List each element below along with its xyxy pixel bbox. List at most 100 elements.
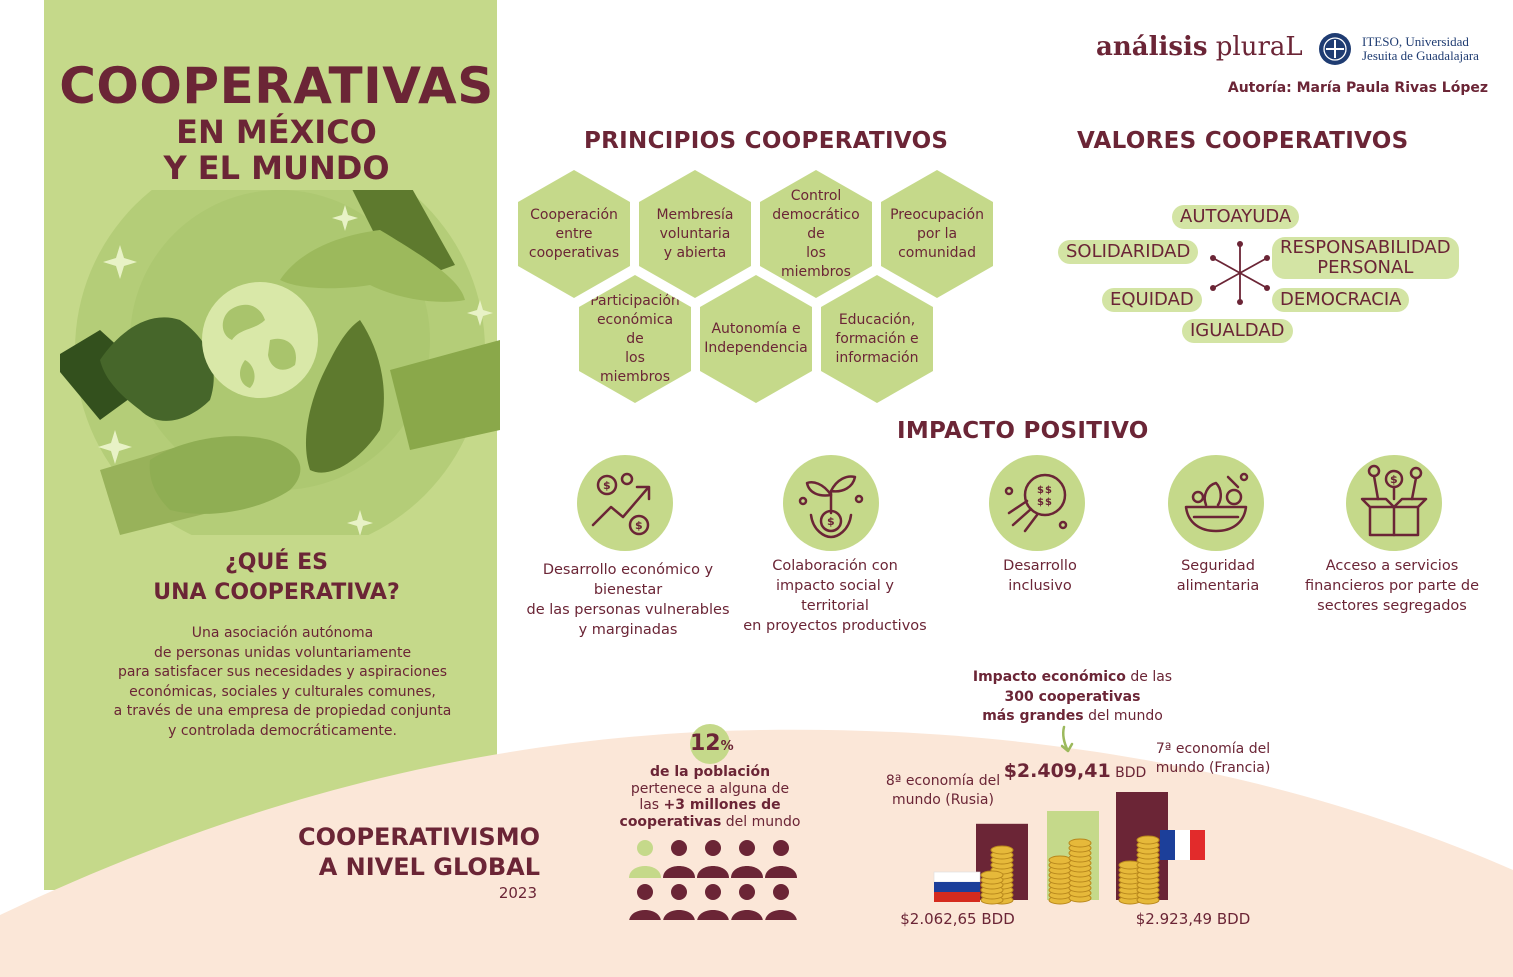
economy-bar-chart [933, 792, 1205, 905]
econ-line-2: 300 cooperativas [1004, 688, 1141, 705]
impact-line: financieros por parte de [1304, 578, 1480, 594]
econ-line-3-rest: del mundo [1083, 708, 1163, 724]
hex-line: Preocupación [890, 206, 984, 223]
svg-text:$: $ [1045, 485, 1052, 496]
pct-line-4a: cooperativas [619, 813, 722, 830]
author-credit: Autoría: María Paula Rivas López [1227, 80, 1488, 96]
impact-label-desarrollo-economico: Desarrollo económico y bienestar de las … [508, 560, 748, 640]
pct-line-4b: del mundo [721, 813, 801, 830]
impact-label-desarrollo-inclusivo: Desarrollo inclusivo [980, 556, 1100, 596]
what-is-title-line-2: UNA COOPERATIVA? [153, 580, 400, 605]
arrow-down-icon [1060, 725, 1074, 753]
hex-line: voluntaria [659, 225, 731, 242]
money-box-icon: $ [1346, 455, 1442, 551]
global-title-line-1: COOPERATIVISMO [298, 823, 540, 851]
person-icon [697, 840, 729, 878]
hex-line: Cooperación [530, 206, 618, 223]
global-title: COOPERATIVISMO A NIVEL GLOBAL [270, 822, 540, 882]
global-year: 2023 [498, 884, 537, 902]
impact-line: Colaboración con [772, 558, 898, 574]
economic-impact-text: Impacto económico de las 300 cooperativa… [950, 668, 1195, 727]
person-icon-highlighted [629, 840, 661, 878]
value-autoayuda: AUTOAYUDA [1172, 205, 1300, 229]
hex-line: entre [555, 225, 593, 242]
coin-stack-icon [1136, 835, 1160, 905]
hex-line: Participación [590, 292, 680, 309]
impact-line: en proyectos productivos [743, 618, 927, 634]
what-is-definition: Una asociación autónoma de personas unid… [100, 624, 465, 741]
hex-line: información [835, 349, 919, 366]
hex-line: Educación, [838, 311, 916, 328]
percent-sign: % [720, 739, 734, 754]
francia-value: $2.923,49 BDD [1135, 910, 1251, 928]
econ-rest: de las [1125, 669, 1173, 685]
principle-hex: Participación económica de los miembros [579, 275, 691, 403]
svg-text:$: $ [827, 515, 835, 528]
bottom-wave-background [0, 729, 1513, 977]
impact-line: sectores segregados [1317, 598, 1467, 614]
svg-text:$: $ [1037, 497, 1044, 508]
principle-hex: Autonomía e Independencia [700, 275, 812, 403]
francia-line-1: 7ª economía del [1155, 741, 1271, 757]
coin-stack-icon [1118, 860, 1142, 905]
impact-line: inclusivo [1008, 578, 1072, 594]
svg-text:$: $ [1045, 497, 1052, 508]
hex-line: y abierta [663, 244, 727, 261]
svg-text:$: $ [1390, 473, 1398, 486]
definition-line: a través de una empresa de propiedad con… [113, 703, 452, 719]
person-icon [765, 840, 797, 878]
francia-line-2: mundo (Francia) [1155, 760, 1271, 776]
definition-line: Una asociación autónoma [191, 625, 374, 641]
person-icon [629, 884, 661, 920]
money-globe-icon: $$$$ [989, 455, 1085, 551]
impact-line: Acceso a servicios [1325, 558, 1459, 574]
pct-line-1: de la población [649, 764, 771, 780]
rusia-line-2: mundo (Rusia) [892, 792, 994, 808]
coop-value-number: $2.409,41 [1003, 760, 1111, 782]
hex-line: Independencia [704, 340, 808, 356]
definition-line: para satisfacer sus necesidades y aspira… [117, 664, 448, 680]
principle-hex: Cooperación entre cooperativas [518, 170, 630, 298]
iteso-logo: ITESO, Universidad Jesuita de Guadalajar… [1318, 32, 1508, 68]
person-icon [697, 884, 729, 920]
impact-label-colaboracion: Colaboración con impacto social y territ… [740, 556, 930, 636]
econ-bold: Impacto económico [972, 669, 1126, 685]
hex-line: económica de [596, 311, 674, 347]
hex-line: los miembros [781, 244, 851, 280]
impact-label-acceso-servicios: Acceso a servicios financieros por parte… [1300, 556, 1484, 616]
principle-hex: Membresía voluntaria y abierta [639, 170, 751, 298]
value-democracia: DEMOCRACIA [1272, 288, 1410, 312]
hex-line: cooperativas [528, 244, 620, 261]
growth-chart-icon: $$ [577, 455, 673, 551]
pct-line-2: pertenece a alguna de [630, 780, 790, 797]
svg-text:$: $ [603, 479, 611, 492]
impact-line: Seguridad [1181, 558, 1255, 574]
impact-line: Desarrollo [1003, 558, 1077, 574]
svg-text:$: $ [1037, 485, 1044, 496]
definition-line: y controlada democráticamente. [168, 722, 397, 739]
hex-line: por la [916, 225, 958, 242]
hex-line: democrático de [772, 206, 860, 242]
coop-value-unit: BDD [1110, 765, 1147, 781]
person-icon [663, 840, 695, 878]
what-is-title: ¿QUÉ ES UNA COOPERATIVA? [44, 548, 509, 608]
pct-line-3a: las [639, 797, 664, 813]
global-title-line-2: A NIVEL GLOBAL [318, 853, 540, 881]
percent-badge: 12% [690, 724, 734, 764]
iteso-line-2: Jesuita de Guadalajara [1362, 48, 1479, 63]
population-stat: 12% de la población pertenece a alguna d… [610, 724, 810, 830]
hex-line: Autonomía e [711, 321, 801, 337]
russia-flag-icon [933, 871, 981, 902]
hex-line: Membresía [656, 206, 734, 223]
coin-stack-icon [1048, 855, 1072, 905]
value-responsabilidad: RESPONSABILIDAD PERSONAL [1272, 237, 1459, 279]
title-line-3: Y EL MUNDO [163, 149, 390, 187]
definition-line: de personas unidas voluntariamente [153, 644, 412, 661]
value-equidad: EQUIDAD [1102, 288, 1202, 312]
hex-line: comunidad [898, 244, 976, 261]
plant-coin-icon: $ [783, 455, 879, 551]
econ-line-3-bold: más grandes [982, 708, 1084, 724]
impact-line: impacto social y territorial [776, 578, 894, 614]
percent-value: 12 [690, 731, 721, 756]
rusia-label: 8ª economía del mundo (Rusia) [878, 772, 1008, 810]
